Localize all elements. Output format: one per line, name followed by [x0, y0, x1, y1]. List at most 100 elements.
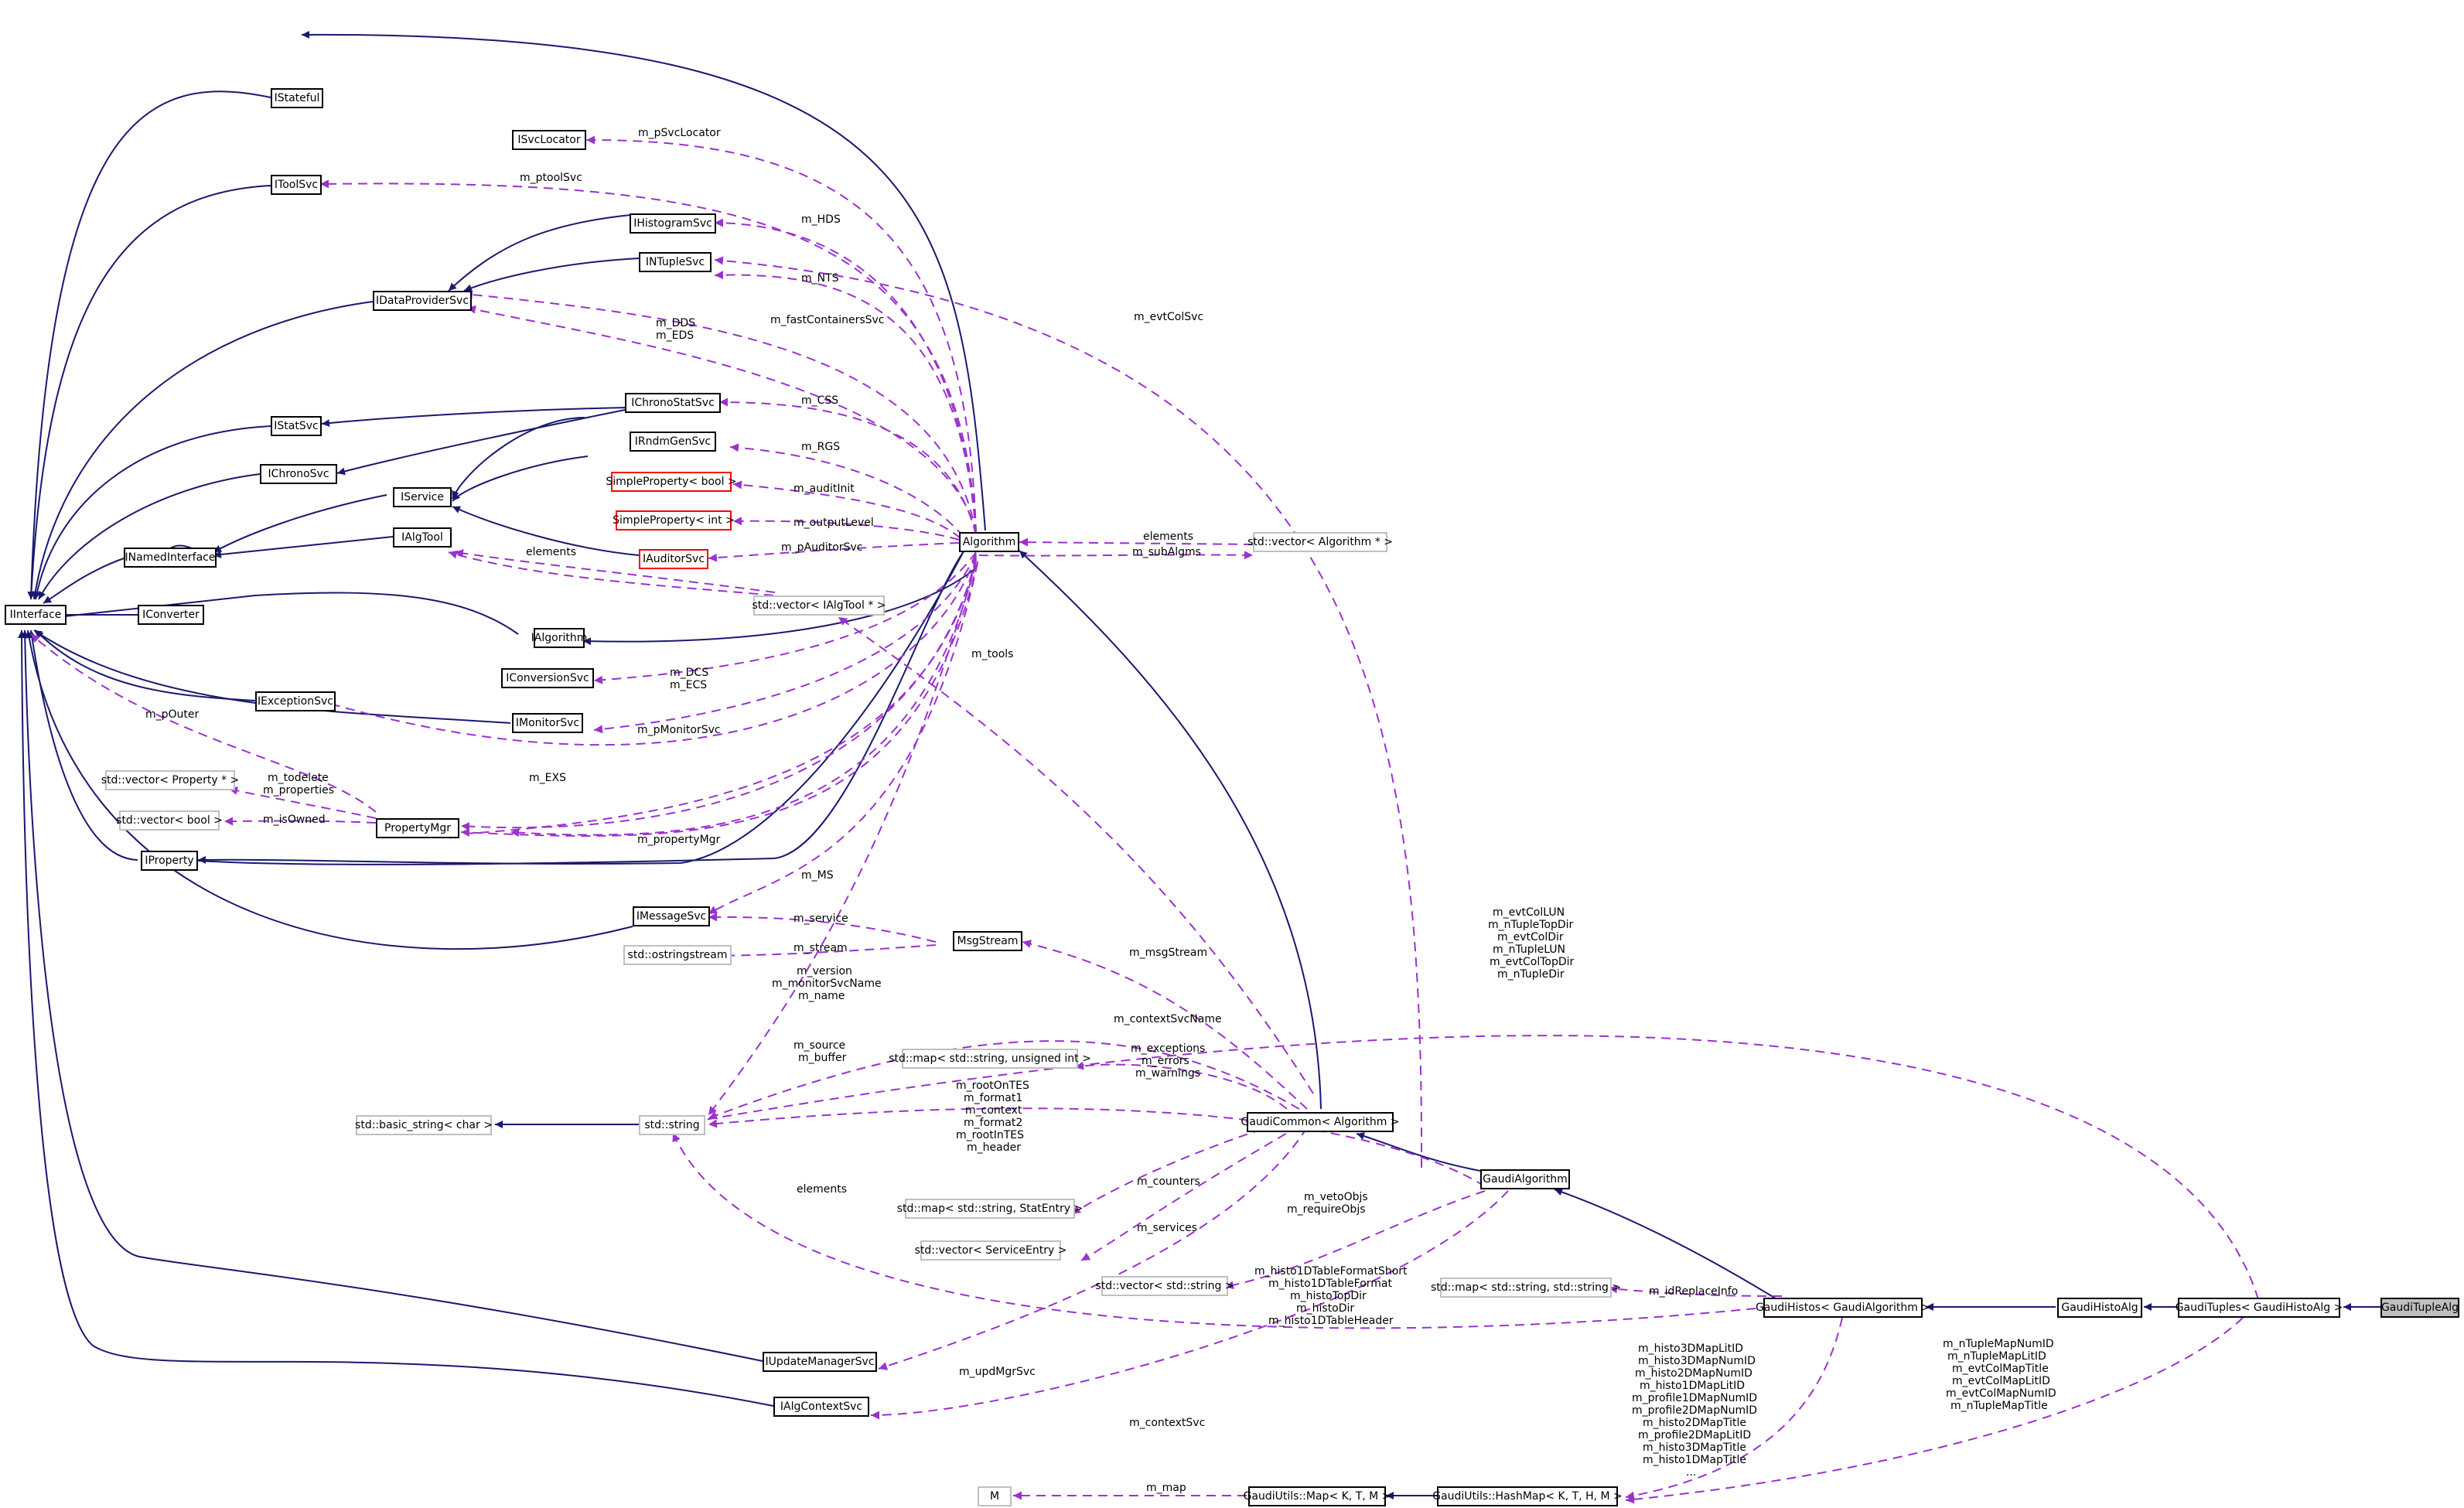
use-edge [732, 480, 961, 539]
node-msgstream[interactable]: MsgStream [953, 931, 1022, 951]
inh-edge [27, 185, 271, 600]
node-ihistogramsvc[interactable]: IHistogramSvc [630, 213, 716, 234]
node-gaudihistos[interactable]: GaudiHistos< GaudiAlgorithm > [1756, 1298, 1930, 1318]
edge-label: elements [1143, 531, 1193, 543]
use-edge [463, 290, 977, 534]
inh-edge [38, 473, 261, 600]
node-intuplesvc[interactable]: INTupleSvc [639, 252, 712, 272]
use-edge [708, 1040, 1300, 1120]
edge-label: m_evtColSvc [1134, 311, 1203, 323]
node-irndmgensvc[interactable]: IRndmGenSvc [630, 432, 716, 452]
node-ostringstream[interactable]: std::ostringstream [623, 945, 732, 965]
node-isvclocator[interactable]: ISvcLocator [512, 130, 586, 150]
use-edge [708, 562, 978, 915]
node-gaudiutils-map[interactable]: GaudiUtils::Map< K, T, M > [1244, 1486, 1391, 1506]
node-ichronosvc[interactable]: IChronoSvc [260, 464, 337, 484]
node-gaudihistoalg[interactable]: GaudiHistoAlg [2057, 1298, 2142, 1318]
node-iauditorsvc[interactable]: IAuditorSvc [639, 549, 708, 569]
edge-label: m_contextSvc [1129, 1417, 1205, 1429]
use-edge [708, 1107, 1486, 1187]
edge-label: m_pAuditorSvc [781, 541, 862, 554]
node-iconverter[interactable]: IConverter [138, 605, 204, 625]
use-edge [316, 554, 977, 746]
edge-label: m_pSvcLocator [638, 127, 721, 139]
use-edge [1022, 940, 1308, 1110]
node-idataprovidersvc[interactable]: IDataProviderSvc [373, 291, 472, 311]
edge-label: m_contextSvcName [1114, 1013, 1222, 1025]
node-ichronostatsvc[interactable]: IChronoStatSvc [625, 393, 721, 413]
use-edge [838, 616, 1314, 1094]
node-vector-property[interactable]: std::vector< Property * > [101, 770, 239, 790]
inh-edge [1019, 550, 1322, 1110]
node-iservice[interactable]: IService [393, 487, 452, 507]
inh-edge [43, 558, 125, 604]
use-edge [870, 1190, 1509, 1420]
inh-edge [43, 592, 519, 635]
inh-edge [197, 533, 974, 865]
inh-edge [321, 407, 631, 428]
use-edge [1224, 1190, 1486, 1290]
node-iproperty[interactable]: IProperty [141, 851, 198, 871]
node-ialgtool[interactable]: IAlgTool [393, 527, 452, 548]
inh-edge [27, 90, 271, 600]
edge-label: m_tools [971, 648, 1013, 660]
node-iexceptionsvc[interactable]: IExceptionSvc [255, 691, 336, 711]
node-vector-algorithm[interactable]: std::vector< Algorithm * > [1247, 532, 1393, 552]
node-inamedinterface[interactable]: INamedInterface [124, 548, 217, 568]
node-iinterface[interactable]: IInterface [5, 605, 67, 625]
node-ialgorithm[interactable]: IAlgorithm [531, 628, 587, 648]
node-iupdatemanagersvc[interactable]: IUpdateManagerSvc [763, 1352, 877, 1372]
edge-label: m_updMgrSvc [959, 1366, 1036, 1378]
node-istateful[interactable]: IStateful [271, 88, 323, 108]
node-gauditupleeg-focus[interactable]: GaudiTupleAlg [2380, 1298, 2459, 1318]
use-edge [593, 553, 977, 734]
use-edge [1071, 1119, 1292, 1215]
node-map-string-statentry[interactable]: std::map< std::string, StatEntry > [897, 1199, 1083, 1219]
use-edge [714, 271, 977, 534]
use-edge [1019, 537, 1254, 547]
node-simpleproperty-int[interactable]: SimpleProperty< int > [613, 510, 735, 531]
node-vector-bool[interactable]: std::vector< bool > [116, 810, 223, 831]
inh-edge [33, 629, 511, 724]
use-edge [729, 443, 964, 537]
edge-label: m_fastContainersSvc [770, 314, 885, 326]
node-std-string[interactable]: std::string [639, 1115, 705, 1135]
node-propertymgr[interactable]: PropertyMgr [376, 818, 459, 838]
node-gaudiutils-hashmap[interactable]: GaudiUtils::HashMap< K, T, H, M > [1432, 1486, 1623, 1506]
inh-edge [185, 541, 972, 865]
node-algorithm[interactable]: Algorithm [959, 532, 1019, 552]
node-vector-ialgtool[interactable]: std::vector< IAlgTool * > [753, 595, 886, 616]
edge-label: m_isOwned [263, 814, 326, 826]
node-m[interactable]: M [978, 1486, 1012, 1506]
node-gaudituples[interactable]: GaudiTuples< GaudiHistoAlg > [2176, 1298, 2343, 1318]
edge-label: m_MS [801, 869, 834, 882]
node-gaudicommon[interactable]: GaudiCommon< Algorithm > [1241, 1112, 1400, 1132]
node-iconversionsvc[interactable]: IConversionSvc [501, 668, 594, 688]
edge-label: m_map [1146, 1482, 1186, 1494]
node-imessagesvc[interactable]: IMessageSvc [633, 906, 710, 926]
node-simpleproperty-bool[interactable]: SimpleProperty< bool > [606, 472, 737, 492]
use-edge [708, 542, 960, 562]
node-map-string-string[interactable]: std::map< std::string, std::string > [1431, 1278, 1621, 1298]
node-imonitorsvc[interactable]: IMonitorSvc [512, 713, 583, 733]
edge-label: m_NTS [801, 272, 839, 285]
use-edge [718, 397, 977, 536]
inh-edge [452, 506, 640, 556]
node-gaudialgorithm[interactable]: GaudiAlgorithm [1480, 1169, 1570, 1189]
node-basic-string[interactable]: std::basic_string< char > [355, 1115, 493, 1135]
use-edge [224, 817, 377, 826]
use-edge [1608, 1285, 1783, 1297]
node-vector-string[interactable]: std::vector< std::string > [1095, 1276, 1234, 1296]
use-edge [448, 550, 774, 596]
node-ialgcontextsvc[interactable]: IAlgContextSvc [773, 1397, 869, 1417]
use-edge [1080, 1125, 1300, 1261]
node-itoolsvc[interactable]: IToolSvc [271, 175, 322, 195]
node-map-string-uint[interactable]: std::map< std::string, unsigned int > [889, 1049, 1091, 1069]
inh-edge [448, 214, 631, 292]
node-istatsvc[interactable]: IStatSvc [271, 416, 322, 436]
use-edge [454, 549, 776, 593]
node-vector-serviceentry[interactable]: std::vector< ServiceEntry > [915, 1240, 1066, 1261]
